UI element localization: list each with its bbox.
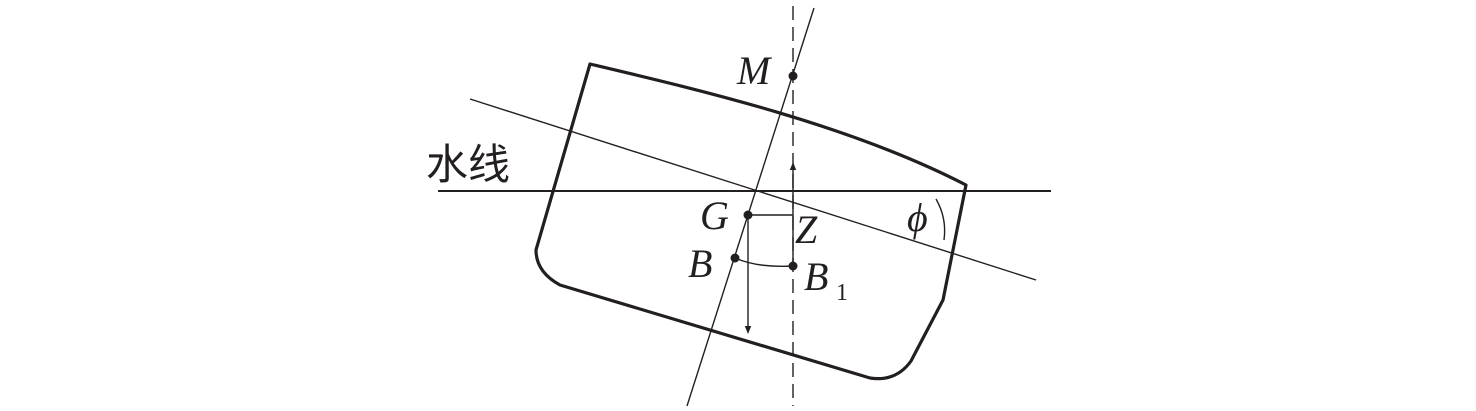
heel-angle-arc: [935, 198, 946, 241]
label-phi: ϕ: [907, 195, 928, 240]
hull-outline: [534, 62, 968, 381]
point-b1: [788, 261, 798, 271]
label-b1: B: [804, 254, 828, 299]
point-m: [788, 71, 798, 81]
label-waterline: 水线: [426, 140, 510, 189]
label-g: G: [700, 193, 729, 238]
buoyancy-shift-arc: [734, 257, 794, 268]
label-z: Z: [795, 207, 818, 252]
label-b: B: [688, 241, 712, 286]
point-g: [743, 210, 753, 220]
heeled-waterline: [469, 98, 1037, 281]
point-b: [730, 253, 740, 263]
label-m: M: [736, 48, 773, 93]
label-b1-subscript: 1: [836, 280, 848, 306]
